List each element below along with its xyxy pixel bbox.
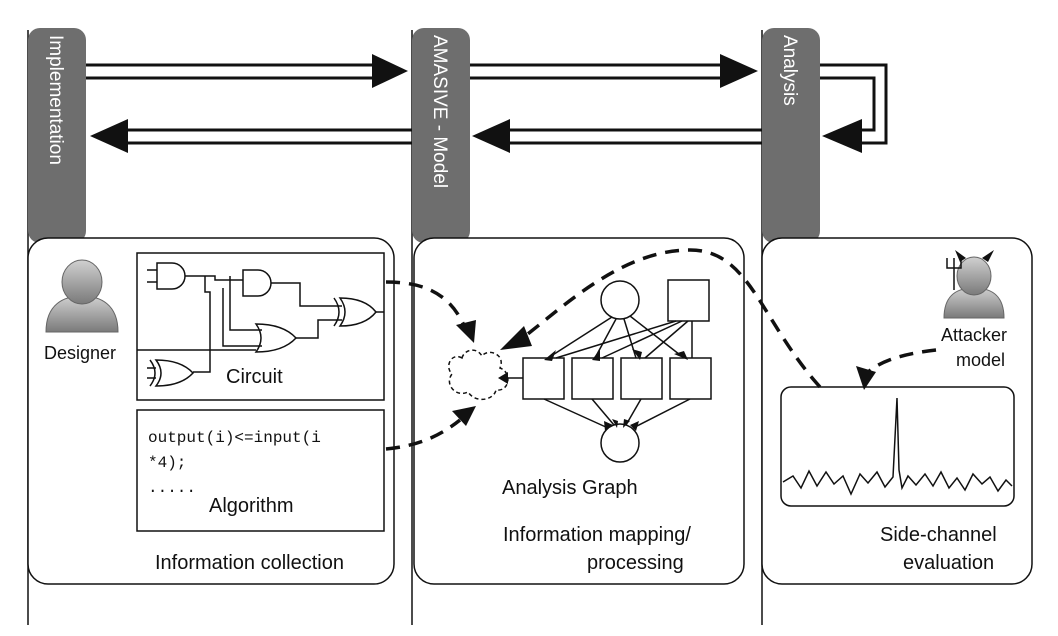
flow-arrow-model-to-analysis: [470, 63, 726, 80]
amasive-column-header: AMASIVE - Model: [412, 28, 470, 243]
amasive-label: AMASIVE - Model: [429, 35, 450, 188]
analysis-label: Analysis: [779, 35, 800, 106]
bottom-circle-node: [600, 423, 640, 463]
attacker-label-line2: model: [956, 350, 1005, 370]
analysis-graph: [448, 279, 712, 463]
circuit-schematic: [137, 262, 384, 387]
attacker-avatar-icon: [943, 250, 1005, 319]
dashed-connector-circuit-to-cloud: [385, 280, 468, 331]
flow-arrowhead-2: [720, 54, 758, 88]
dashed-arrowhead-attacker: [856, 366, 876, 390]
flow-arrowhead-1: [372, 54, 408, 88]
top-circle-node: [600, 280, 640, 320]
algorithm-label: Algorithm: [209, 495, 293, 517]
code-line-3: .....: [148, 479, 196, 497]
circuit-label: Circuit: [226, 366, 283, 388]
collection-caption: Information collection: [155, 552, 344, 574]
dashed-arrowhead-algorithm: [452, 406, 476, 426]
implementation-column-header: Implementation: [28, 28, 86, 243]
implementation-label: Implementation: [45, 35, 66, 165]
trace-plot-box: [780, 386, 1015, 507]
cloud-node: [448, 349, 509, 401]
graph-square-3: [620, 357, 663, 400]
top-square-node: [667, 279, 710, 322]
flow-arrowhead-3: [822, 119, 862, 153]
flow-arrow-model-to-impl: [124, 128, 412, 145]
dashed-arrowhead-trace: [500, 326, 532, 350]
flow-arrow-analysis-to-model: [506, 128, 762, 145]
trident-icon: [946, 258, 962, 290]
evaluation-caption-line1: Side-channel: [880, 524, 997, 546]
graph-square-2: [571, 357, 614, 400]
attacker-label-line1: Attacker: [941, 325, 1007, 345]
graph-square-1: [522, 357, 565, 400]
analysis-graph-label: Analysis Graph: [502, 477, 638, 499]
analysis-column-header: Analysis: [762, 28, 820, 243]
mapping-panel: [413, 237, 745, 585]
designer-label: Designer: [44, 343, 116, 363]
code-line-1: output(i)<=input(i: [148, 429, 321, 447]
dashed-arrowhead-circuit: [456, 320, 476, 343]
designer-avatar-icon: [45, 259, 119, 333]
flow-arrowhead-5: [90, 119, 128, 153]
dashed-connector-algorithm-to-cloud: [385, 418, 462, 451]
evaluation-caption-line2: evaluation: [903, 552, 994, 574]
flow-arrow-impl-to-model: [86, 63, 378, 80]
algorithm-box: [136, 409, 385, 532]
code-line-2: *4);: [148, 454, 186, 472]
mapping-caption-line2: processing: [587, 552, 684, 574]
flow-arrowhead-4: [472, 119, 510, 153]
flow-arrow-analysis-loop: [820, 63, 888, 145]
dashed-connector-trace-to-cloud: [518, 248, 822, 389]
graph-square-4: [669, 357, 712, 400]
mapping-caption-line1: Information mapping/: [503, 524, 691, 546]
side-channel-trace: [782, 397, 1013, 496]
